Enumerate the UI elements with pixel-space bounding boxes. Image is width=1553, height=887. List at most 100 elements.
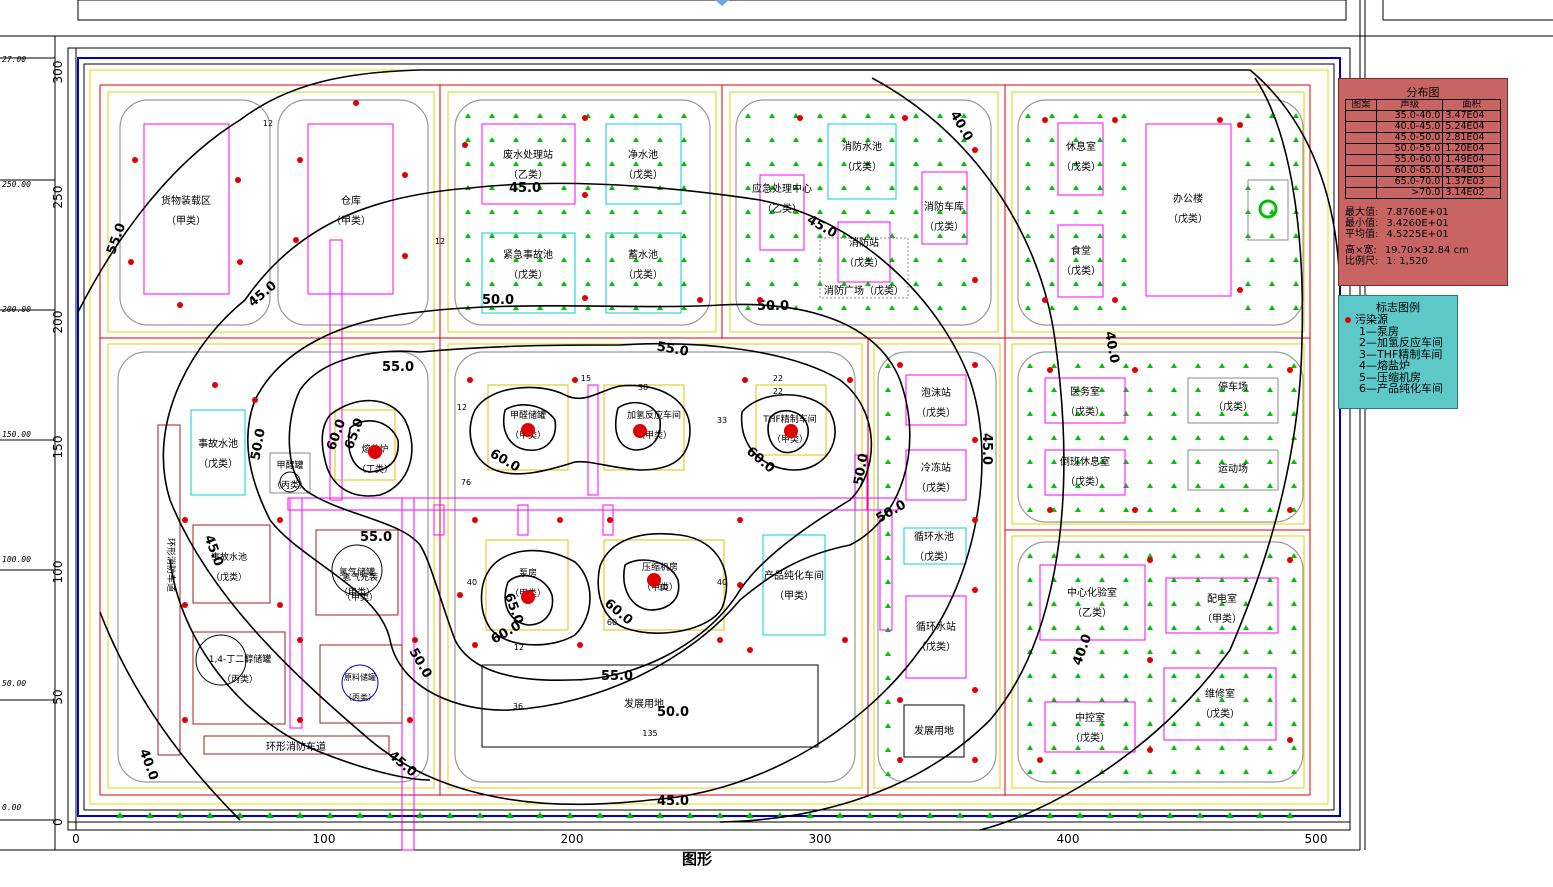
equipment-dot <box>297 717 303 723</box>
tree-icon <box>1097 209 1103 214</box>
tree-icon <box>1267 721 1273 726</box>
tree-icon <box>1099 483 1105 488</box>
y-tick-label: 50 <box>51 689 65 704</box>
tree-icon <box>1147 625 1153 630</box>
tree-icon <box>1049 305 1055 310</box>
tree-icon <box>1195 625 1201 630</box>
tree-icon <box>913 185 919 190</box>
tree-icon <box>1243 435 1249 440</box>
tree-icon <box>513 281 519 286</box>
tree-icon <box>1075 673 1081 678</box>
building-name-storage-pool: 蓄水池 <box>628 248 658 261</box>
equipment-dot <box>972 437 978 443</box>
tree-icon <box>561 137 567 142</box>
equipment-dot <box>467 377 473 383</box>
tree-icon <box>585 209 591 214</box>
building-name-accident-pool: 事故水池 <box>198 437 238 450</box>
building-name-dev-land: 发展用地 <box>624 697 664 710</box>
tree-icon <box>937 281 943 286</box>
dimension-label: 33 <box>717 416 727 425</box>
equipment-dot <box>182 717 188 723</box>
noise-contours <box>77 69 1341 831</box>
tree-icon <box>885 387 891 392</box>
tree-icon <box>1267 577 1273 582</box>
equipment-dot <box>1047 507 1053 513</box>
tree-icon <box>1121 233 1127 238</box>
tree-icon <box>506 812 514 818</box>
tree-icon <box>489 185 495 190</box>
tree-icon <box>817 281 823 286</box>
equipment-dot <box>797 115 803 121</box>
tree-icon <box>1075 363 1081 368</box>
tree-icon <box>865 233 871 238</box>
tree-icon <box>865 257 871 262</box>
bldg-fountain <box>1247 179 1289 241</box>
tree-icon <box>913 161 919 166</box>
tree-icon <box>513 113 519 118</box>
tree-icon <box>1195 577 1201 582</box>
equipment-dot <box>1287 507 1293 513</box>
equipment-dot <box>1112 297 1118 303</box>
tree-icon <box>1051 459 1057 464</box>
equipment-dot <box>582 115 588 121</box>
tree-icon <box>1147 435 1153 440</box>
tree-icon <box>1097 257 1103 262</box>
tree-icon <box>489 209 495 214</box>
y-tick-label: 150 <box>51 436 65 459</box>
bldg-fire-pool <box>827 123 897 200</box>
tree-icon <box>1121 113 1127 118</box>
distribution-pattern-cell <box>1344 121 1378 133</box>
tree-icon <box>817 305 823 310</box>
stat-label: 平均值: <box>1345 229 1379 240</box>
tree-icon <box>817 137 823 142</box>
dimension-label: 12 <box>263 119 273 128</box>
equipment-dot <box>457 592 463 598</box>
x-tick-label: 0 <box>72 832 80 846</box>
tree-icon <box>513 305 519 310</box>
tree-icon <box>1147 697 1153 702</box>
building-class-boiler: （丁类） <box>357 463 393 475</box>
tree-icon <box>889 161 895 166</box>
equipment-dot <box>557 517 563 523</box>
tree-icon <box>1099 745 1105 750</box>
tree-icon <box>1219 601 1225 606</box>
tree-icon <box>1219 435 1225 440</box>
tree-icon <box>1049 233 1055 238</box>
tree-icon <box>1219 697 1225 702</box>
tree-icon <box>1293 137 1299 142</box>
equipment-dot <box>972 587 978 593</box>
tree-icon <box>1267 697 1273 702</box>
equipment-dot <box>252 397 258 403</box>
tree-icon <box>1269 233 1275 238</box>
tree-icon <box>926 812 934 818</box>
tree-icon <box>1267 411 1273 416</box>
building-name-cold-station: 冷冻站 <box>921 461 951 474</box>
tree-icon <box>1049 257 1055 262</box>
tree-icon <box>1075 697 1081 702</box>
tree-icon <box>1049 209 1055 214</box>
tree-icon <box>1099 553 1105 558</box>
building-name-dev-land-2: 发展用地 <box>914 724 954 737</box>
tree-icon <box>537 161 543 166</box>
tree-icon <box>1293 281 1299 286</box>
bldg-clinic <box>1044 377 1126 424</box>
equipment-dot <box>897 757 903 763</box>
tree-icon <box>1099 459 1105 464</box>
tree-icon <box>1075 769 1081 774</box>
equipment-dot <box>1237 287 1243 293</box>
side-ruler-label: 100.00 <box>2 555 31 564</box>
tree-icon <box>1291 673 1297 678</box>
tree-icon <box>937 113 943 118</box>
tree-icon <box>1123 673 1129 678</box>
contour-label: 55.0 <box>656 339 690 359</box>
source-hydrogenation <box>521 423 535 437</box>
tree-icon <box>913 281 919 286</box>
tree-icon <box>1123 387 1129 392</box>
tree-icon <box>793 209 799 214</box>
distribution-area-cell: 1.37E03 <box>1442 176 1501 188</box>
tree-icon <box>1267 553 1273 558</box>
dimension-label: 40 <box>467 578 477 587</box>
tree-icon <box>609 161 615 166</box>
building-name-shift-rest: 倒班休息室 <box>1060 455 1110 468</box>
tree-icon <box>681 209 687 214</box>
